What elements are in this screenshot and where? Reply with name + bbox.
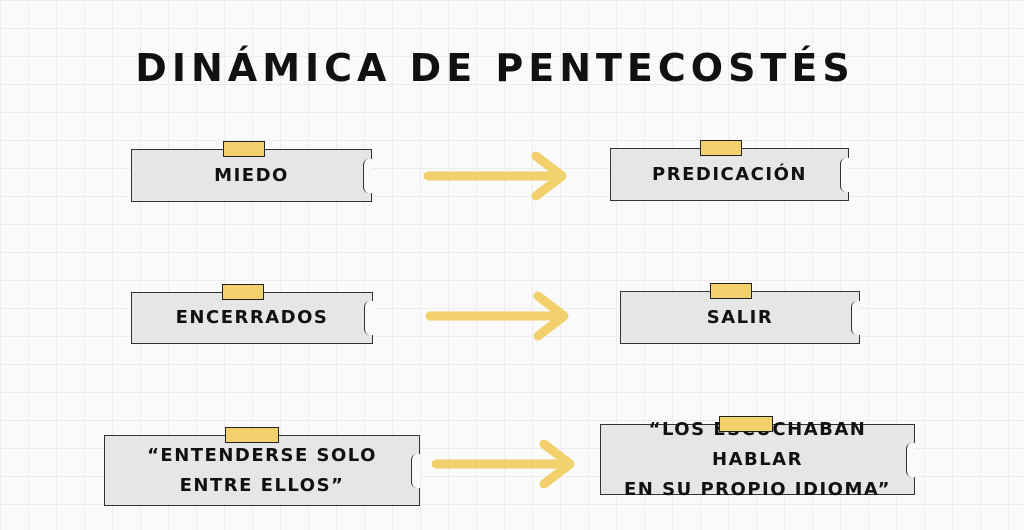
arrow-right-icon [431,439,575,489]
tape [719,416,773,432]
arrow-right-icon [423,151,567,201]
card-los-escuchaban: “LOS ESCUCHABAN HABLAR EN SU PROPIO IDIO… [600,416,915,500]
tape [710,283,752,299]
notch [364,301,373,335]
card-encerrados: ENCERRADOS [131,284,373,344]
notch [411,453,420,488]
card-salir: SALIR [620,283,860,344]
card-miedo: MIEDO [131,141,372,202]
card-label: ENCERRADOS [175,307,329,328]
tape [225,427,279,443]
tape [222,284,264,300]
notch [851,300,860,335]
card-label: “ENTENDERSE SOLO ENTRE ELLOS” [147,441,377,501]
card-label-line: EN SU PROPIO IDIOMA” [624,478,891,500]
card-predicacion: PREDICACIÓN [610,140,849,201]
card-entenderse: “ENTENDERSE SOLO ENTRE ELLOS” [104,427,420,506]
card-label: MIEDO [214,164,289,186]
notch [840,157,849,192]
notch [906,442,915,477]
card-label: PREDICACIÓN [652,163,807,185]
diagram-title: DINÁMICA DE PENTECOSTÉS [135,46,855,90]
notch [363,158,372,193]
card-label: “LOS ESCUCHABAN HABLAR EN SU PROPIO IDIO… [601,415,914,505]
tape [700,140,742,156]
card-label-line: ENTRE ELLOS” [179,474,345,496]
card-label: SALIR [706,306,774,328]
arrow-right-icon [425,291,569,341]
card-label-line: “ENTENDERSE SOLO [147,444,377,466]
tape [223,141,265,157]
